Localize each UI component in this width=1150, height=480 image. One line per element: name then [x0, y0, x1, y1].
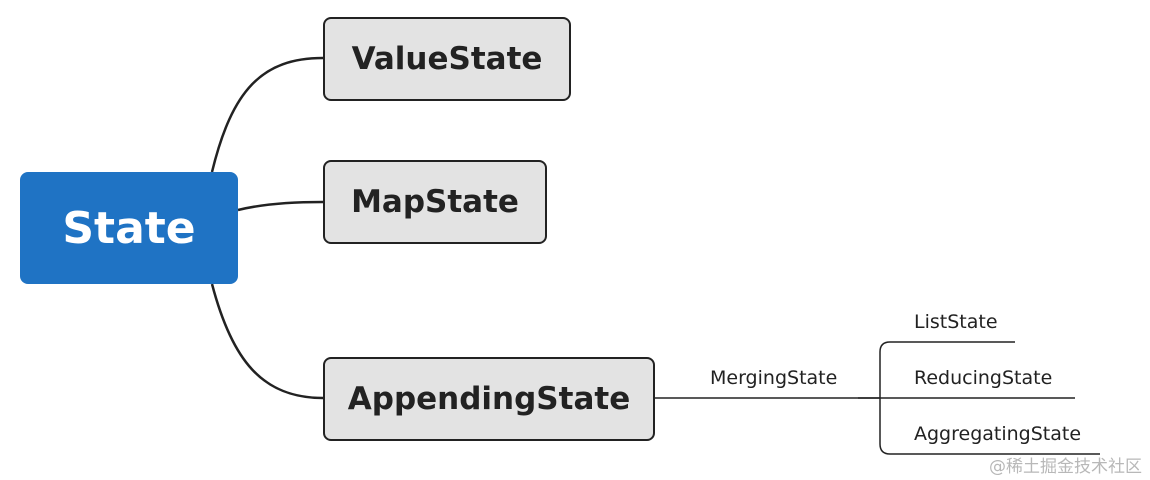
watermark-text: @稀土掘金技术社区 — [989, 457, 1142, 477]
child-node-appendingstate: AppendingState — [323, 357, 655, 441]
child-node-label: AppendingState — [347, 381, 631, 417]
child-node-mapstate: MapState — [323, 160, 547, 244]
child-node-label: MapState — [351, 184, 519, 220]
connector-root-to-mapstate — [237, 200, 324, 212]
sub-item-aggregatingstate: AggregatingState — [914, 423, 1082, 445]
connector-root-to-appendingstate — [210, 283, 324, 400]
bracket-bottom — [879, 398, 1100, 455]
sub-item-liststate: ListState — [914, 311, 998, 333]
sub-item-reducingstate: ReducingState — [914, 367, 1053, 389]
bracket-top — [879, 341, 1015, 398]
child-node-valuestate: ValueState — [323, 17, 571, 101]
connector-root-to-valuestate — [210, 56, 324, 173]
root-node-state: State — [20, 172, 238, 284]
root-node-label: State — [62, 202, 196, 254]
child-node-label: ValueState — [351, 41, 543, 77]
branch-label-mergingstate: MergingState — [710, 367, 838, 389]
